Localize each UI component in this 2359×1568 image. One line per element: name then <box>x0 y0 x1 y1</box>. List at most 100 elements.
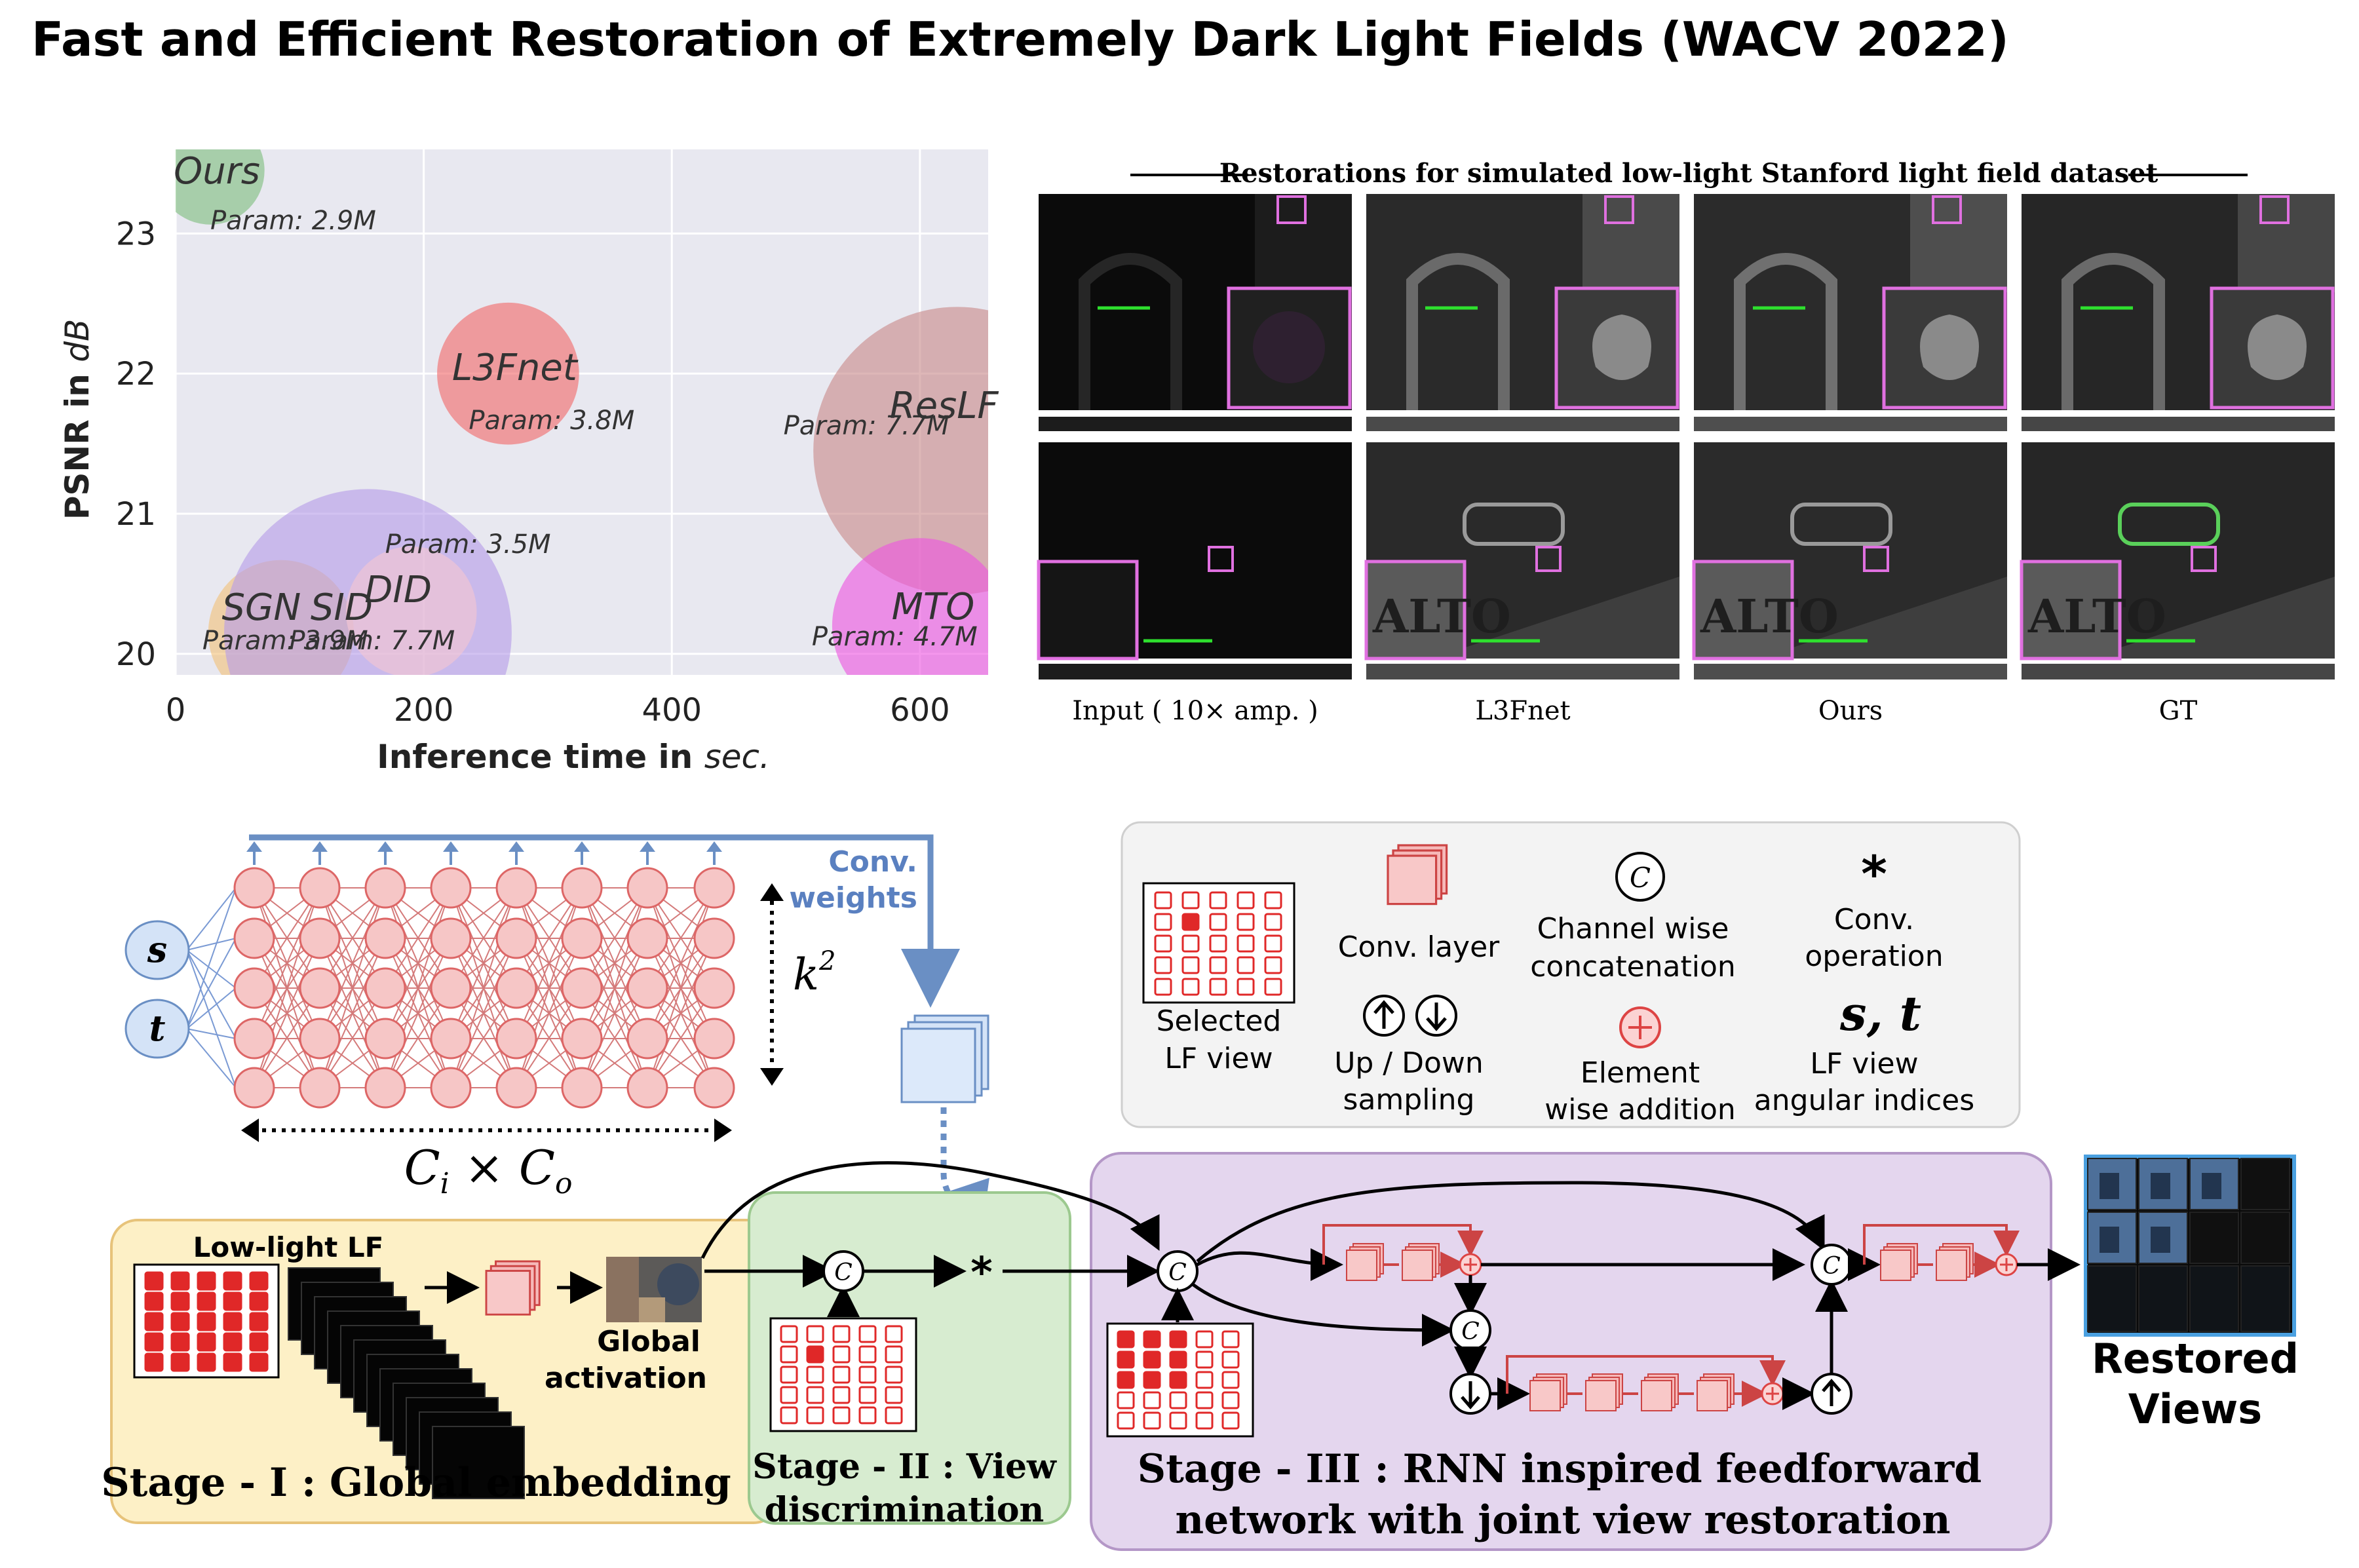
lf-cell <box>1264 913 1282 931</box>
stage3-concat-node-1: C <box>1157 1250 1199 1292</box>
hidden-edge <box>319 887 386 1039</box>
view-figure <box>2100 1227 2119 1253</box>
lf-cell <box>1181 913 1200 931</box>
down-sample-node <box>1449 1373 1491 1415</box>
mlp-neuron <box>561 917 603 959</box>
bubble-did <box>345 546 477 675</box>
hidden-edge <box>254 887 320 1039</box>
lf-cell <box>780 1345 798 1364</box>
mlp-neuron <box>626 967 668 1009</box>
hidden-edge <box>581 938 648 1088</box>
lf-cell <box>885 1325 903 1343</box>
svg-text:C: C <box>834 1259 853 1286</box>
lf-cell <box>1195 1330 1214 1348</box>
mlp-neuron <box>561 967 603 1009</box>
lf-cell <box>1181 934 1200 953</box>
lf-cell <box>1264 956 1282 974</box>
y-tick-label: 20 <box>116 636 156 673</box>
lf-cell <box>858 1366 877 1384</box>
up-arrow-head <box>574 841 590 852</box>
mlp-neuron <box>693 1067 735 1109</box>
bubble-layer <box>176 149 988 675</box>
zoom-inset-2 <box>1037 560 1139 660</box>
lf-cell <box>170 1291 190 1311</box>
lf-cell <box>249 1352 269 1372</box>
restored-views-1: Restored <box>2092 1335 2299 1383</box>
long-skip-curve <box>1196 1181 1825 1263</box>
lf-cell <box>1143 1411 1161 1430</box>
bubble-label-ours: Ours <box>174 150 260 193</box>
lf-cell <box>249 1312 269 1331</box>
up-arrow-head <box>377 841 393 852</box>
lf-cell <box>249 1332 269 1352</box>
lf-cell <box>1169 1371 1187 1389</box>
lf-cell <box>780 1386 798 1404</box>
mlp-neuron <box>495 967 537 1009</box>
lf-cell <box>832 1406 851 1425</box>
restored-views-2: Views <box>2128 1385 2262 1433</box>
lf-cell <box>1221 1371 1240 1389</box>
mlp-neuron <box>233 967 275 1009</box>
mlp-neuron <box>430 1067 472 1109</box>
restored-view-dark <box>2240 1265 2290 1332</box>
lf-cell <box>885 1386 903 1404</box>
view-figure <box>2100 1173 2119 1199</box>
lf-cell <box>1169 1391 1187 1409</box>
mlp-neuron <box>364 1018 406 1060</box>
x-tick-label: 400 <box>642 692 702 729</box>
legend-updown-2: sampling <box>1343 1083 1475 1117</box>
lf-cell <box>885 1406 903 1425</box>
lf-cell <box>1169 1411 1187 1430</box>
lf-cell <box>223 1332 242 1352</box>
lf-cell <box>1195 1391 1214 1409</box>
dark-view <box>432 1426 525 1499</box>
x-tick-label: 0 <box>166 692 186 729</box>
view-figure <box>2151 1227 2170 1253</box>
lf-cell <box>858 1406 877 1425</box>
mlp-neuron <box>626 1018 668 1060</box>
lf-cell <box>806 1345 824 1364</box>
add-node-2 <box>1761 1382 1784 1405</box>
element-add-icon <box>1619 1006 1661 1048</box>
hidden-edge <box>450 887 517 1039</box>
down-sampling-icon <box>1415 995 1457 1037</box>
zoom-box <box>2259 195 2290 224</box>
lf-cell <box>1209 934 1227 953</box>
lf-cell <box>1221 1411 1240 1430</box>
lf-cell <box>170 1271 190 1291</box>
bubble-param-reslf: Param: 7.7M <box>784 411 949 441</box>
mlp-neuron <box>693 1018 735 1060</box>
lf-cell <box>1237 891 1255 909</box>
conv-weights-label-2: weights <box>789 881 917 915</box>
stage1-title: Stage - I : Global embedding <box>101 1460 731 1506</box>
restored-view-dark <box>2138 1265 2188 1332</box>
keyboard <box>2087 577 2335 659</box>
strip-2 <box>1039 664 1352 679</box>
mlp-neuron <box>693 917 735 959</box>
mlp-neuron <box>430 967 472 1009</box>
stage3-concat-node-2: C <box>1449 1309 1491 1351</box>
zoom-inset-2 <box>1692 560 1794 660</box>
t-input-node: t <box>125 999 190 1059</box>
legend-selected-1: Selected <box>1157 1004 1282 1038</box>
legend-conv-layer: Conv. layer <box>1338 930 1500 964</box>
hidden-edge <box>581 887 648 1039</box>
page-title: Fast and Efficient Restoration of Extrem… <box>31 12 2009 67</box>
lf-cell <box>197 1291 216 1311</box>
weights-to-conv-dotted-arrow <box>933 1107 989 1244</box>
bubble-l3fnet <box>437 302 579 445</box>
zoom-noise <box>1253 311 1325 383</box>
stage2-title-1: Stage - II : View <box>752 1447 1057 1487</box>
strip <box>1694 417 2007 431</box>
lf-cell <box>1221 1350 1240 1369</box>
up-arrow-head <box>640 841 655 852</box>
input-edge <box>186 1028 237 1039</box>
hidden-edge <box>647 938 715 1088</box>
zoom-box <box>1604 195 1634 224</box>
lf-cell <box>1117 1411 1135 1430</box>
low-light-lf-label: Low-light LF <box>193 1231 384 1263</box>
stage3-conv-d <box>1585 1373 1623 1411</box>
x-tick-label: 600 <box>890 692 950 729</box>
restored-view <box>2240 1158 2290 1210</box>
bubble-reslf <box>813 307 988 595</box>
